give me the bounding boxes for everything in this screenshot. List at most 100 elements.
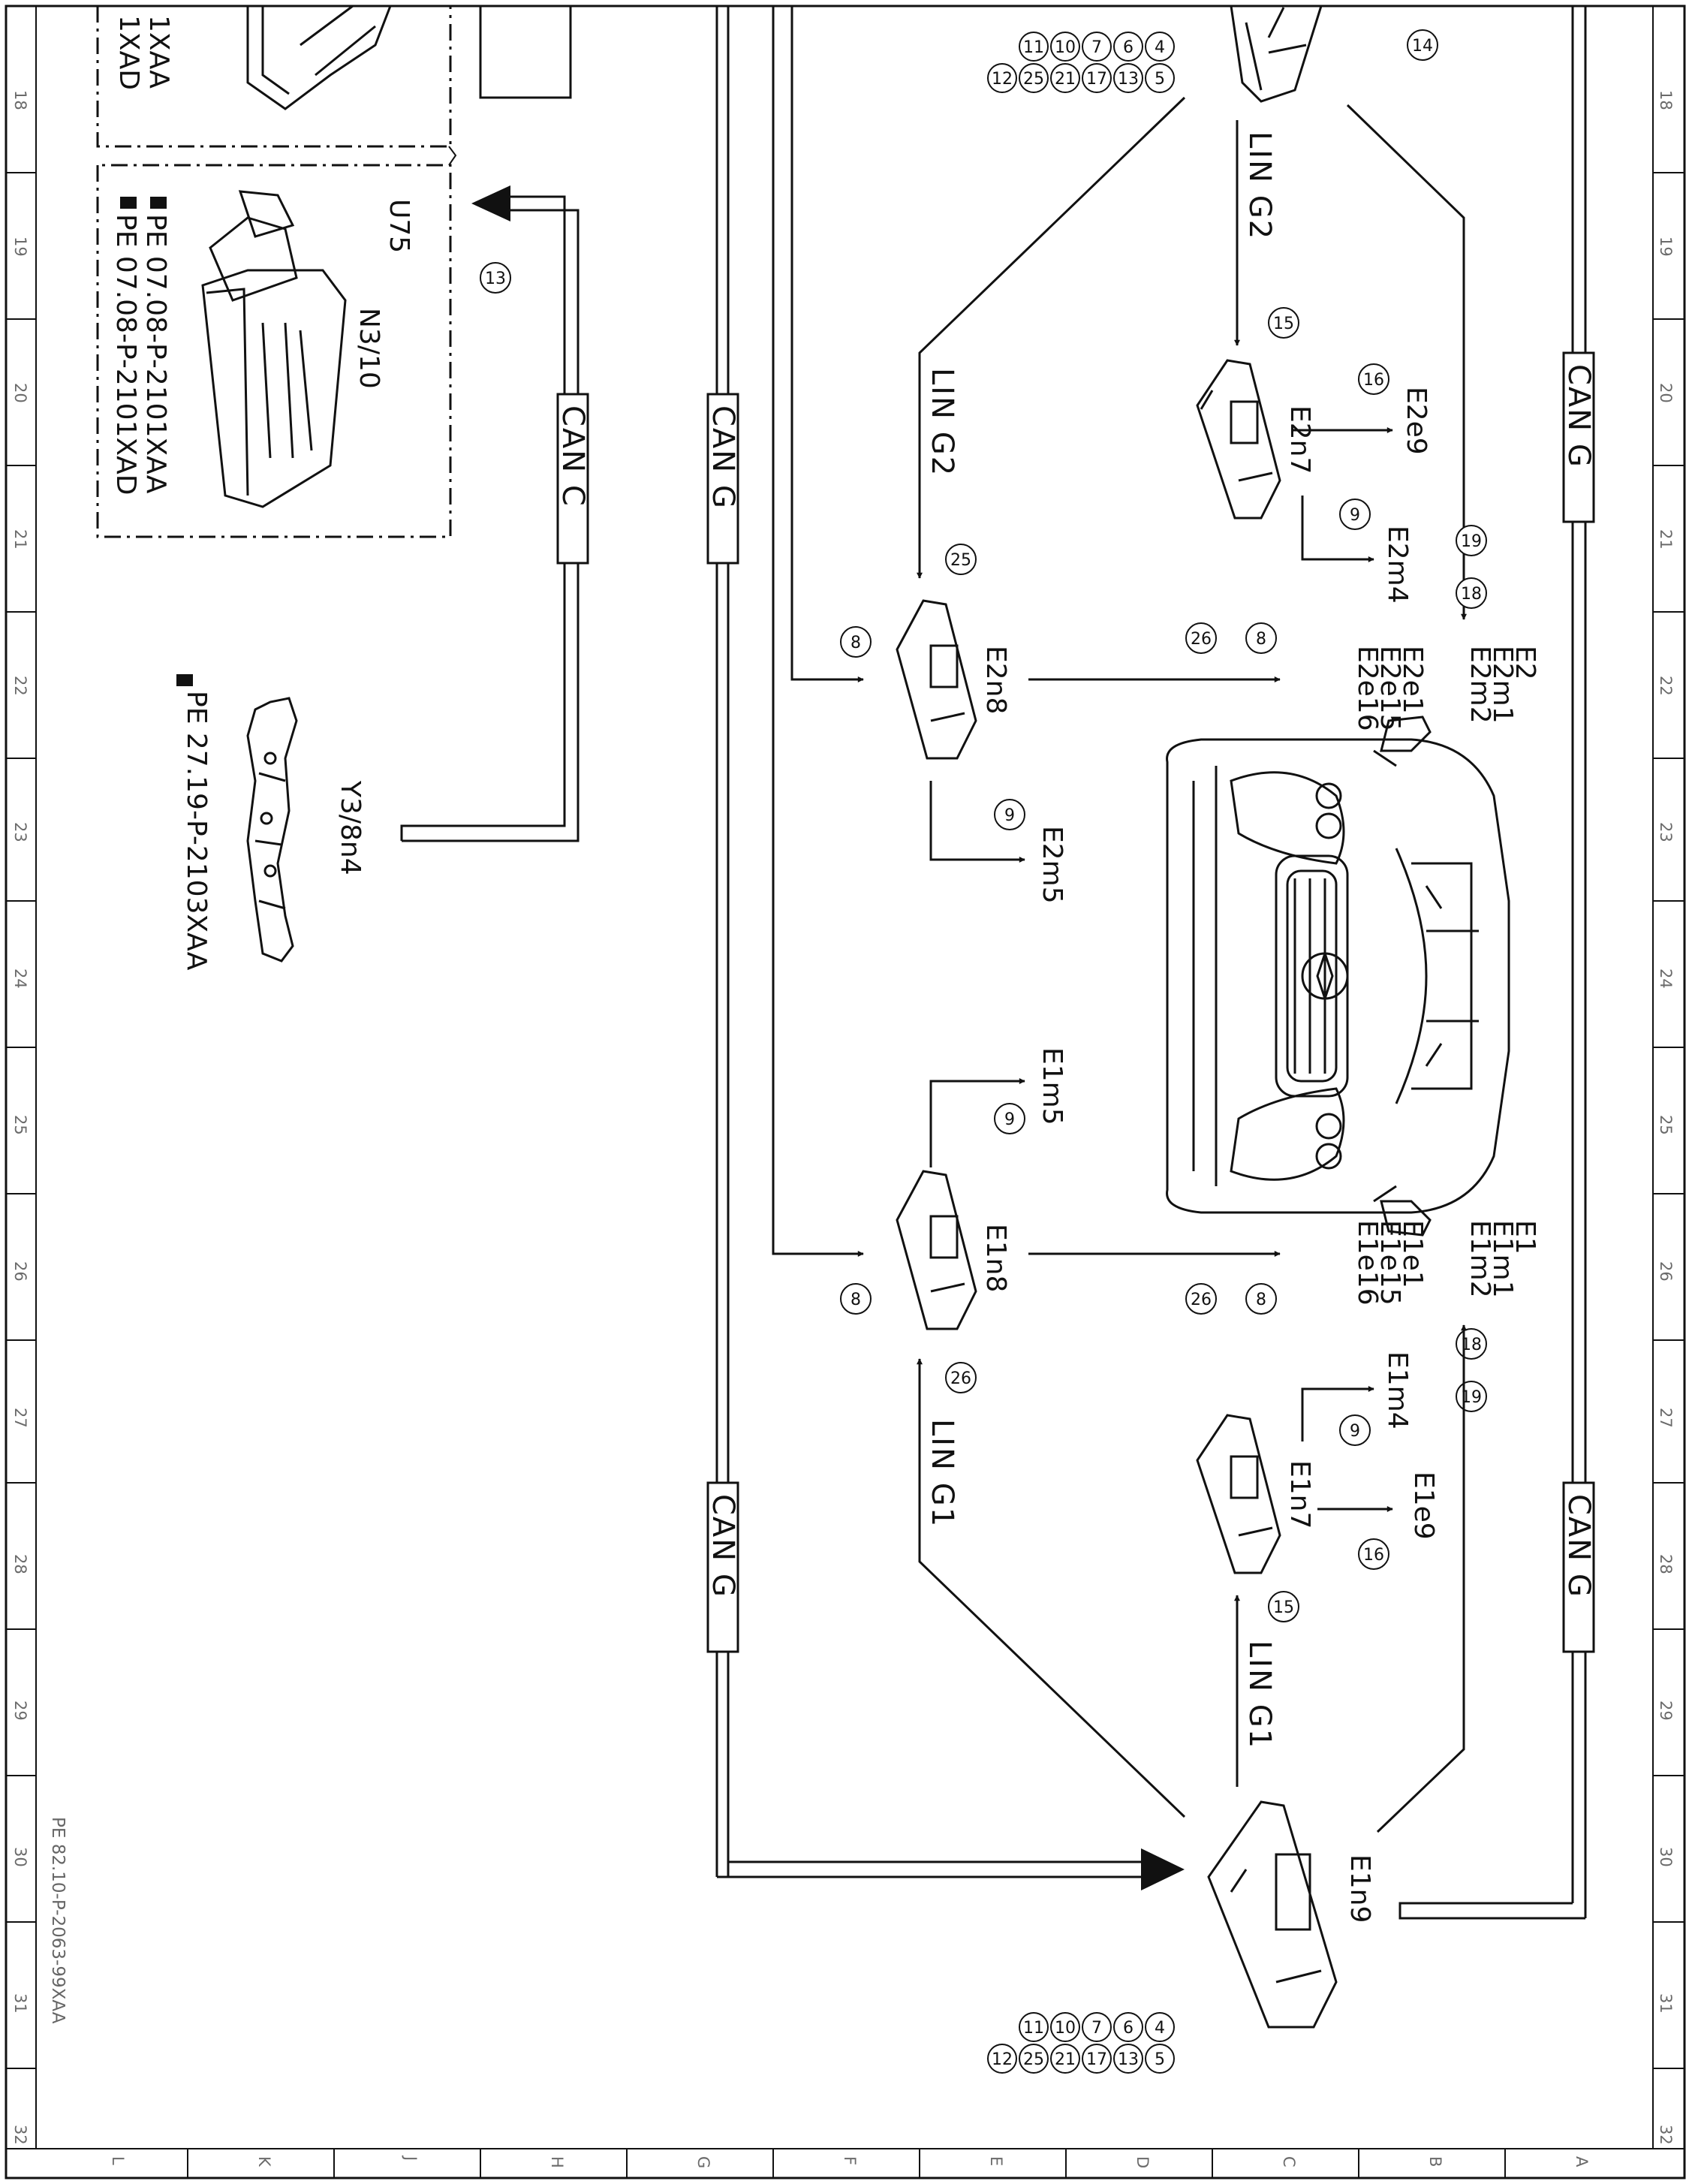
can-g-arrow-to-e1n9 <box>1141 1848 1185 1890</box>
e2n7-module-icon <box>1196 359 1281 520</box>
svg-text:21: 21 <box>1055 70 1076 89</box>
can-g-bus-wire-mid <box>715 6 1160 1878</box>
e1m4-label: E1m4 <box>1382 1351 1413 1429</box>
row-label: D <box>1134 2156 1152 2168</box>
row-label: C <box>1280 2156 1298 2167</box>
signal-marker: 6 <box>1113 32 1143 62</box>
svg-text:16: 16 <box>1363 371 1384 390</box>
col-label: 20 <box>1657 383 1675 403</box>
e2e9-label: E2e9 <box>1401 387 1432 455</box>
can-g-bus-tag <box>706 1481 739 1653</box>
svg-text:16: 16 <box>1363 1546 1384 1565</box>
svg-text:25: 25 <box>950 551 971 570</box>
svg-text:9: 9 <box>1350 1422 1360 1441</box>
signal-marker: 12 <box>987 2044 1017 2074</box>
top-wire-loop <box>479 6 572 99</box>
svg-text:9: 9 <box>1004 1110 1015 1129</box>
e2m5-arrow <box>929 781 1025 863</box>
row-ticks <box>187 2149 1506 2178</box>
col-label: 20 <box>11 383 29 403</box>
signal-marker: 4 <box>1145 2012 1175 2042</box>
signal-marker: 9 <box>1339 1414 1371 1446</box>
svg-text:8: 8 <box>1256 1291 1266 1309</box>
signal-marker: 5 <box>1145 2044 1175 2074</box>
svg-text:8: 8 <box>1256 630 1266 649</box>
col-label: 28 <box>11 1554 29 1574</box>
svg-text:26: 26 <box>1191 630 1212 649</box>
svg-text:26: 26 <box>950 1369 971 1388</box>
col-label: 30 <box>1657 1847 1675 1867</box>
top-center-module-icon <box>1230 5 1323 103</box>
lin-g2-label: LIN G2 <box>925 368 959 477</box>
svg-text:11: 11 <box>1023 38 1044 57</box>
svg-text:14: 14 <box>1412 37 1433 56</box>
e2e15-label: E2e15 <box>1374 646 1405 731</box>
signal-marker: 8 <box>1245 1283 1277 1315</box>
signal-marker: 11 <box>1019 2012 1049 2042</box>
row-label: H <box>548 2156 566 2168</box>
can-g-bus-label: CAN G <box>1561 1494 1596 1598</box>
signal-marker: 19 <box>1456 525 1487 556</box>
can-g-bus-label: CAN G <box>1561 364 1596 468</box>
svg-text:18: 18 <box>1461 585 1482 604</box>
col-label: 19 <box>1657 236 1675 257</box>
n3-ref-1: PE 07.08-P-2101XAA <box>140 214 171 494</box>
vehicle-front-icon <box>1166 715 1510 1237</box>
signal-marker: 7 <box>1082 32 1112 62</box>
e1n8-module-icon <box>896 1170 977 1330</box>
svg-text:25: 25 <box>1023 2050 1044 2069</box>
signal-marker: 21 <box>1050 2044 1080 2074</box>
hand-pointer-icon <box>120 197 167 209</box>
hand-pointer-icon <box>176 674 193 686</box>
e1m4-arrow <box>1301 1386 1374 1441</box>
lin-g1-label: LIN G1 <box>925 1419 959 1528</box>
svg-text:4: 4 <box>1155 2019 1165 2038</box>
e1e16-label: E1e16 <box>1352 1220 1383 1306</box>
signal-marker: 18 <box>1456 1328 1487 1360</box>
dashed-box-n3-10 <box>96 164 452 538</box>
top-partial-component-icon <box>246 5 392 110</box>
signal-marker: 8 <box>1245 622 1277 654</box>
col-label: 31 <box>11 1993 29 2014</box>
col-label: 29 <box>11 1701 29 1721</box>
signal-marker: 4 <box>1145 32 1175 62</box>
row-label: K <box>255 2156 273 2167</box>
col-label: 25 <box>11 1115 29 1135</box>
signal-marker: 26 <box>945 1362 977 1393</box>
col-label: 26 <box>1657 1261 1675 1282</box>
svg-text:12: 12 <box>992 70 1013 89</box>
signal-marker: 6 <box>1113 2012 1143 2042</box>
col-label: 24 <box>1657 968 1675 989</box>
signal-marker: 10 <box>1050 2012 1080 2042</box>
svg-text:6: 6 <box>1123 2019 1134 2038</box>
svg-text:17: 17 <box>1086 2050 1107 2069</box>
signal-marker: 26 <box>1185 1283 1217 1315</box>
svg-text:5: 5 <box>1155 2050 1165 2069</box>
can-g-bus-tag <box>1562 351 1595 523</box>
svg-text:15: 15 <box>1273 1598 1294 1617</box>
row-label: J <box>402 2155 420 2161</box>
can-c-arrow-to-n3-10 <box>471 185 510 221</box>
col-label: 21 <box>11 529 29 550</box>
svg-text:6: 6 <box>1123 38 1134 57</box>
svg-text:13: 13 <box>485 270 506 288</box>
col-label: 31 <box>1657 1993 1675 2014</box>
signal-marker: 18 <box>1456 577 1487 609</box>
row-label: L <box>109 2156 127 2165</box>
col-label: 26 <box>11 1261 29 1282</box>
lin-g2-wire-e2n7 <box>917 96 1467 620</box>
top-partial-ref-1: 1XAA <box>143 15 174 89</box>
svg-text:11: 11 <box>1023 2019 1044 2038</box>
can-g-bus-wire-right <box>1398 6 1587 1920</box>
col-label: 28 <box>1657 1554 1675 1574</box>
signal-marker: 9 <box>994 1103 1025 1134</box>
feed-wires <box>772 6 864 1257</box>
signal-marker: 8 <box>840 1283 872 1315</box>
grid-column-labels: 18 18 19 19 20 20 21 21 22 22 23 23 24 2… <box>11 90 1675 2145</box>
svg-text:9: 9 <box>1004 806 1015 825</box>
signal-marker: 17 <box>1082 2044 1112 2074</box>
e2e1-label: E2e1 <box>1397 646 1428 714</box>
signal-marker: 16 <box>1358 363 1389 395</box>
